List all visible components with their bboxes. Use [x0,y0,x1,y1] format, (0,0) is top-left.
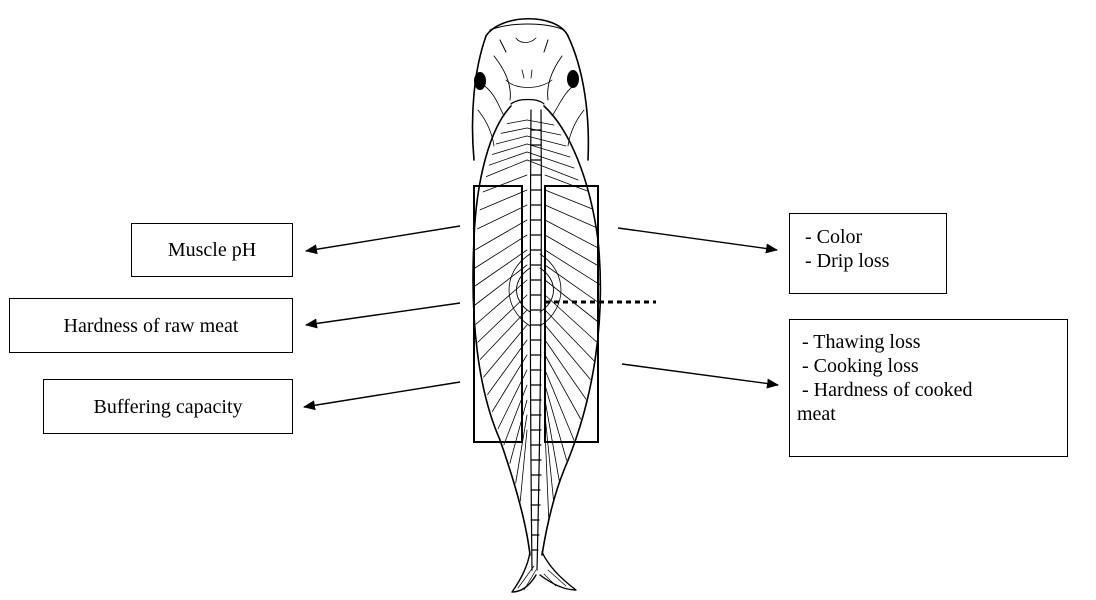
thawing-cooking-box: - Thawing loss - Cooking loss - Hardness… [789,319,1068,457]
tail-fin [512,552,576,592]
left-fillet-sampling-box [474,186,522,442]
fish-illustration [473,19,603,592]
left-eye [474,72,486,90]
cooking-loss-item: - Cooking loss [802,354,1057,378]
arrow-color [618,228,777,250]
arrow-buffering [304,382,460,407]
hardness-cooked-item: - Hardness of cooked [802,378,1057,402]
fillet-hatching [475,120,602,525]
spine [530,110,541,570]
arrow-hardness-raw [306,303,460,325]
buffering-capacity-label: Buffering capacity [93,395,242,419]
muscle-ph-label: Muscle pH [168,238,256,262]
fish-body-outline [473,106,600,555]
hardness-cooked-item-continued: meat [797,402,1057,426]
right-eye [567,70,579,88]
color-item: - Color [805,225,936,249]
hardness-raw-meat-label: Hardness of raw meat [64,314,239,338]
arrow-thawing [622,364,778,385]
buffering-capacity-box: Buffering capacity [43,379,293,434]
drip-loss-item: - Drip loss [805,249,936,273]
thawing-loss-item: - Thawing loss [802,330,1057,354]
hardness-raw-meat-box: Hardness of raw meat [9,298,293,353]
color-drip-loss-box: - Color - Drip loss [789,213,947,294]
muscle-ph-box: Muscle pH [131,223,293,277]
arrow-muscle-ph [306,226,460,251]
